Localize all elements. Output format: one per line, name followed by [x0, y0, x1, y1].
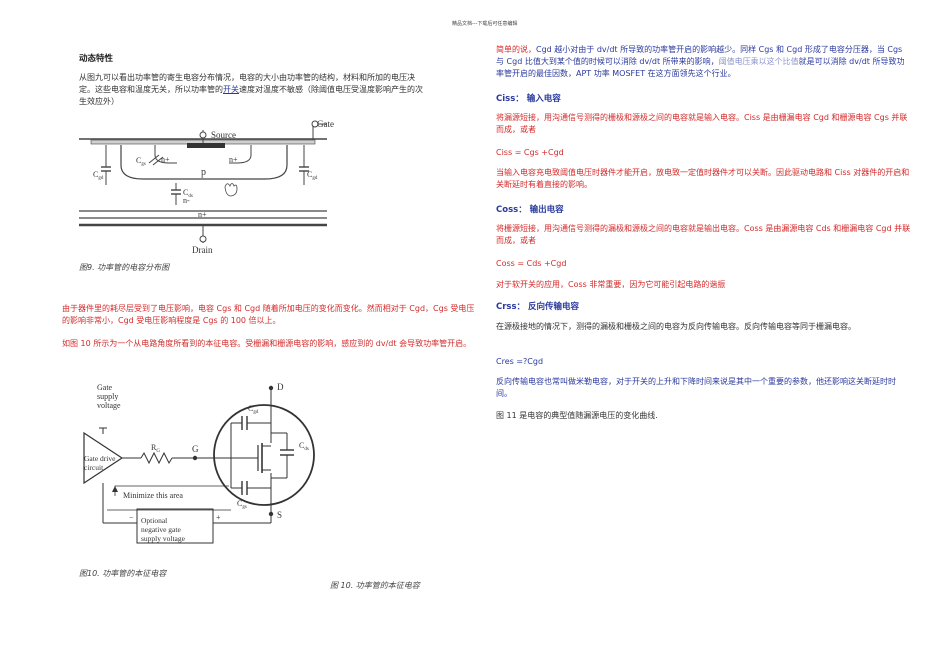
ciss-heading: Ciss： 输入电容: [496, 94, 561, 104]
fig10-gsv-line1: Gate: [97, 383, 113, 392]
ciss-definition: 将漏源短接，用沟通信号测得的栅极和源极之间的电容就是输入电容。Ciss 是由栅漏…: [496, 113, 908, 134]
crss-effect: 反向传输电容也常叫做米勒电容，对于开关的上升和下降时间来说是其中一个重要的参数，…: [496, 377, 896, 398]
fig10-cgd-label: Cgd: [248, 404, 259, 415]
intro-text-post: 速度对温度不敏感（除阈值电压受温度影响产生的次生效应外）: [79, 85, 423, 106]
fig10-cgs-label: Cgs: [237, 499, 247, 510]
cgd-summary-paragraph: 简单的说，Cgd 越小对由于 dv/dt 所导致的功率管开启的影响越少。同样 C…: [496, 44, 911, 80]
fig10-caption: 图10. 功率管的本征电容: [79, 569, 167, 578]
fig10-minimize-label: Minimize this area: [123, 491, 183, 500]
fig9-cgs-label: Cgs: [136, 156, 146, 167]
fig10-cds-label: Cds: [299, 441, 309, 452]
summary-highlight: 阈值电压乘以这个比值: [718, 57, 799, 66]
ciss-equation: Ciss = Cgs +Cgd: [496, 148, 564, 157]
coss-heading: Coss： 输出电容: [496, 205, 564, 215]
summary-lead: 简单的说，: [496, 45, 536, 54]
ciss-effect: 当输入电容充电致阈值电压时器件才能开启，放电致一定值时器件才可以关断。因此驱动电…: [496, 168, 910, 189]
fig9-n-plus-right: n+: [229, 155, 238, 164]
switch-link[interactable]: 开关: [223, 85, 239, 94]
fig10-minus-sign: −: [129, 513, 134, 522]
summary-body: Cgd 越小对由于 dv/dt 所导致的功率管开启的影响越少。同样 Cgs 和 …: [496, 45, 903, 66]
fig9-source-label: Source: [211, 130, 236, 140]
voltage-effect-paragraph: 由于器件里的耗尽层受到了电压影响，电容 Cgs 和 Cgd 随着所加电压的变化而…: [62, 304, 475, 325]
fig9-cgd-right-label: Cgd: [307, 170, 318, 181]
coss-effect: 对于软开关的应用，Coss 非常重要，因为它可能引起电路的谐振: [496, 280, 726, 289]
fig9-n-minus-label: n-: [183, 196, 190, 205]
page-header: 精品文档---下载后可任意编辑: [452, 21, 518, 27]
fig9-cgd-left-label: Cgd: [93, 170, 104, 181]
fig10-center-caption: 图 10. 功率管的本征电容: [330, 581, 420, 590]
fig10-d-label: D: [277, 382, 284, 392]
intro-text-pre: 从图九可以看出功率管的寄生电容分布情况，电容的大小由功率管的结构，材料和所加的电…: [79, 73, 415, 94]
fig10-gsv-line2: supply: [97, 392, 118, 401]
intrinsic-capacitance-paragraph: 如图 10 所示为一个从电路角度所看到的本征电容。受栅漏和栅源电容的影响，感应到…: [62, 339, 472, 348]
coss-equation: Coss = Cds +Cgd: [496, 259, 567, 268]
fig9-drain-label: Drain: [192, 245, 213, 255]
fig10-circuit: Gate supply voltage Gate drive circuit R…: [83, 382, 315, 544]
fig10-onv-line1: Optional: [141, 516, 167, 525]
crss-heading: Crss： 反向传输电容: [496, 302, 580, 312]
fig9-p-label: p: [201, 167, 206, 178]
fig10-gdc-line1: Gate drive: [84, 454, 116, 463]
fig10-gsv-line3: voltage: [97, 401, 121, 410]
fig9-n-plus-left: n+: [161, 155, 170, 164]
fig10-onv-line2: negative gate: [141, 525, 181, 534]
fig10-gdc-line2: circuit: [84, 463, 104, 472]
summary-tail: 就是可以消除 dv/dt 所导致功率管开启的最佳因数，APT 功率 MOSFET…: [496, 57, 905, 78]
coss-definition: 将栅源短接，用沟通信号测得的漏极和源极之间的电容就是输出电容。Coss 是由漏源…: [496, 224, 911, 245]
fig9-cds-label: Cds: [183, 188, 193, 199]
crss-definition: 在源极接地的情况下，测得的漏极和栅极之间的电容为反向传输电容。反向传输电容等同于…: [496, 322, 856, 331]
fig9-cross-section: Gate Source Drain Cgd Cgd Cgs Cds n+ n+ …: [79, 119, 334, 255]
fig9-caption: 图9. 功率管的电容分布图: [79, 263, 170, 272]
fig10-onv-line3: supply voltage: [141, 534, 186, 543]
fig10-rg-label: RG: [151, 443, 160, 454]
fig10-s-label: S: [277, 510, 282, 520]
fig9-n-plus-bottom: n+: [198, 210, 207, 219]
section-title: 动态特性: [79, 54, 114, 64]
intro-paragraph: 从图九可以看出功率管的寄生电容分布情况，电容的大小由功率管的结构，材料和所加的电…: [79, 72, 424, 108]
fig11-reference: 图 11 是电容的典型值随漏源电压的变化曲线.: [496, 411, 658, 420]
fig9-gate-label: Gate: [317, 119, 334, 129]
crss-equation: Cres =?Cgd: [496, 357, 544, 366]
fig10-g-label: G: [192, 444, 199, 454]
fig10-plus-sign: +: [216, 513, 221, 522]
